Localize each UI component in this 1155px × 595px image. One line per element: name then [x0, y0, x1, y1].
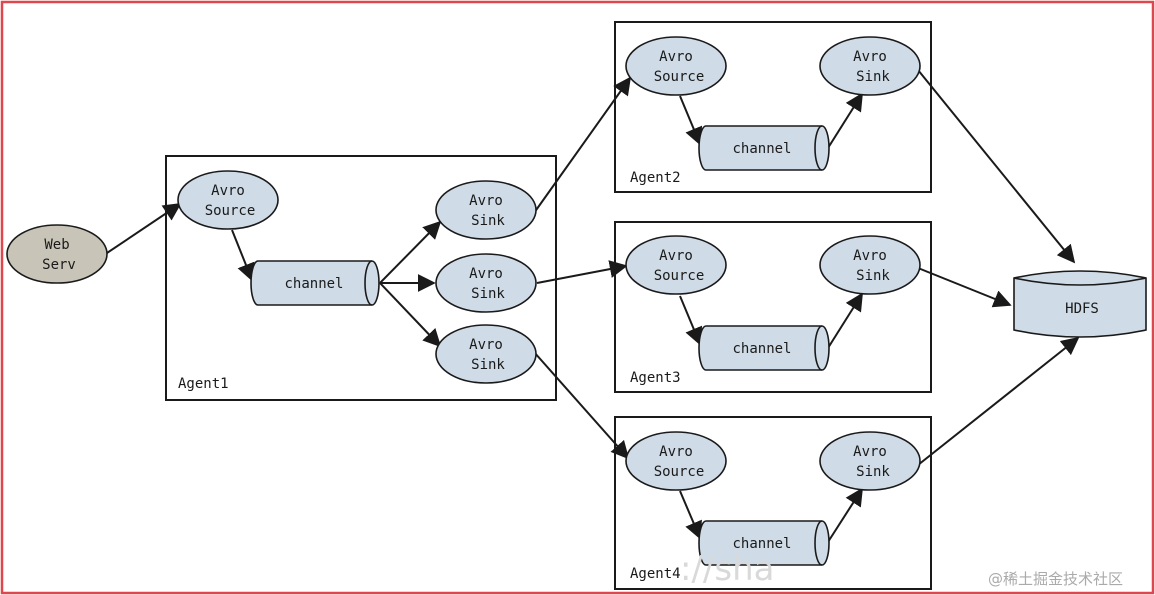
agent1-channel-node: channel [250, 260, 380, 306]
agent1-sink-node-3: Avro Sink [435, 324, 537, 384]
edge-sink2-to-hdfs [917, 69, 1076, 264]
agent1-sink-3-label-2: Sink [471, 357, 505, 373]
agent4-label: Agent4 [630, 566, 681, 582]
agent4-channel-label: channel [732, 536, 791, 552]
agent3-channel-label: channel [732, 341, 791, 357]
hdfs-label: HDFS [1065, 301, 1099, 317]
agent1-sink-node-2: Avro Sink [435, 253, 537, 313]
edge-source3-to-channel3 [679, 295, 703, 346]
edge-channel3-to-sink3 [827, 292, 863, 349]
edge-source2-to-channel2 [679, 95, 703, 146]
edge-sink1c-to-source4 [533, 351, 630, 460]
edges [103, 69, 1080, 543]
edge-channel1-to-sink1c [379, 282, 442, 348]
agent1-label: Agent1 [178, 376, 229, 392]
watermark-overlay-text: ://sha [680, 549, 774, 589]
agent1-sink-node-1: Avro Sink [435, 180, 537, 240]
agent2-label: Agent2 [630, 170, 681, 186]
agent2-source-label-1: Avro [659, 49, 693, 65]
agent1-channel-label: channel [284, 276, 343, 292]
agent2-source-label-2: Source [654, 69, 705, 85]
agent1-source-label-1: Avro [211, 183, 245, 199]
agent3-source-label-1: Avro [659, 248, 693, 264]
agent2-channel-node: channel [698, 125, 830, 171]
agent3-source-node: Avro Source [625, 235, 727, 295]
agent1-sink-1-label-2: Sink [471, 213, 505, 229]
agent2-channel-label: channel [732, 141, 791, 157]
agent3-sink-label-2: Sink [856, 268, 890, 284]
edge-channel4-to-sink4 [827, 487, 863, 543]
hdfs-node: HDFS [1013, 270, 1147, 338]
agent4-sink-node: Avro Sink [819, 431, 921, 491]
edge-sink1b-to-source3 [536, 260, 628, 284]
agent1-source-node: Avro Source [177, 170, 279, 230]
edge-sink4-to-hdfs [917, 336, 1080, 466]
agent2-sink-label-2: Sink [856, 69, 890, 85]
agent3-label: Agent3 [630, 370, 681, 386]
edge-sink1a-to-source2 [533, 76, 632, 214]
agent4-source-label-2: Source [654, 464, 705, 480]
agent4-source-label-1: Avro [659, 444, 693, 460]
agent2-sink-label-1: Avro [853, 49, 887, 65]
edge-source1-to-channel1 [231, 229, 255, 282]
edge-channel2-to-sink2 [827, 92, 863, 149]
web-server-node: Web Serv [6, 224, 108, 284]
web-server-label-1: Web [44, 237, 69, 253]
agent3-source-label-2: Source [654, 268, 705, 284]
agent4-channel-node: channel [698, 520, 830, 566]
watermark-text: @稀土掘金技术社区 [988, 570, 1123, 588]
edge-web-to-source1 [103, 202, 182, 256]
agent4-sink-label-2: Sink [856, 464, 890, 480]
agent1-sink-1-label-1: Avro [469, 193, 503, 209]
web-server-label-2: Serv [42, 257, 76, 273]
agent3-channel-node: channel [698, 325, 830, 371]
edge-source4-to-channel4 [679, 490, 702, 540]
agent1-source-label-2: Source [205, 203, 256, 219]
edge-sink3-to-hdfs [917, 267, 1012, 308]
agent4-source-node: Avro Source [625, 431, 727, 491]
agent1-sink-2-label-2: Sink [471, 286, 505, 302]
agent2-sink-node: Avro Sink [819, 36, 921, 96]
agent1-sink-3-label-1: Avro [469, 337, 503, 353]
agent4-sink-label-1: Avro [853, 444, 887, 460]
agent3-sink-node: Avro Sink [819, 235, 921, 295]
agent3-sink-label-1: Avro [853, 248, 887, 264]
edge-channel1-to-sink1a [379, 220, 442, 284]
agent2-source-node: Avro Source [625, 36, 727, 96]
agent1-sink-2-label-1: Avro [469, 266, 503, 282]
